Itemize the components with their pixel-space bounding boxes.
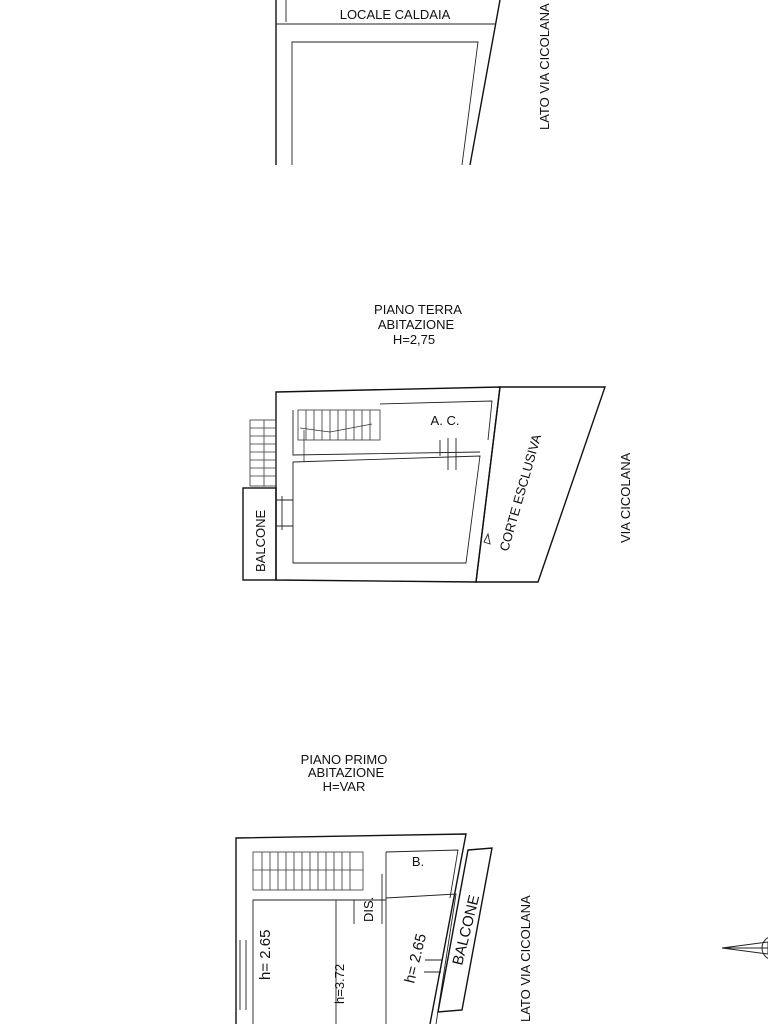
ground-floor-title-line2: ABITAZIONE bbox=[378, 317, 455, 332]
height-label-right: h= 2.65 bbox=[401, 932, 430, 985]
first-floor-title-line3: H=VAR bbox=[323, 779, 366, 794]
first-floor-stairs bbox=[252, 851, 364, 891]
exclusive-court bbox=[475, 386, 606, 583]
first-floor-balcony bbox=[437, 847, 493, 1013]
top-plan: LOCALE CALDAIA LATO VIA CICOLANA bbox=[275, 0, 552, 166]
room-label-ac: A. C. bbox=[431, 413, 460, 428]
ground-balcony-label: BALCONE bbox=[253, 510, 268, 572]
external-stairs bbox=[249, 419, 277, 487]
ground-floor-title-line1: PIANO TERRA bbox=[374, 302, 462, 317]
side-label-top: LATO VIA CICOLANA bbox=[537, 3, 552, 130]
first-floor-title-line2: ABITAZIONE bbox=[308, 765, 385, 780]
ground-floor-title: PIANO TERRA ABITAZIONE H=2,75 bbox=[374, 302, 462, 347]
room-label-dis: DIS. bbox=[361, 897, 376, 922]
ground-floor-plan: BALCONE A. C. CORTE ESCLUSIVA VIA CICOLA… bbox=[242, 386, 633, 583]
court-label: CORTE ESCLUSIVA bbox=[496, 432, 544, 553]
side-label-first-floor: LATO VIA CICOLANA bbox=[518, 895, 533, 1022]
first-floor-title-line1: PIANO PRIMO bbox=[301, 752, 388, 767]
ground-balcony bbox=[242, 487, 277, 581]
ground-stairs bbox=[297, 409, 381, 462]
first-floor-title: PIANO PRIMO ABITAZIONE H=VAR bbox=[301, 752, 388, 794]
room-label-locale-caldaia: LOCALE CALDAIA bbox=[340, 7, 451, 22]
height-label-left: h= 2.65 bbox=[257, 930, 274, 980]
first-floor-plan: B. DIS. h= 2.65 h=3.72 h= 2.65 BALCONE L… bbox=[235, 833, 533, 1024]
north-arrow-icon bbox=[721, 937, 768, 959]
height-label-mid: h=3.72 bbox=[332, 964, 347, 1004]
room-label-b: B. bbox=[412, 854, 424, 869]
ground-floor-title-line3: H=2,75 bbox=[393, 332, 435, 347]
street-label: VIA CICOLANA bbox=[618, 452, 633, 543]
